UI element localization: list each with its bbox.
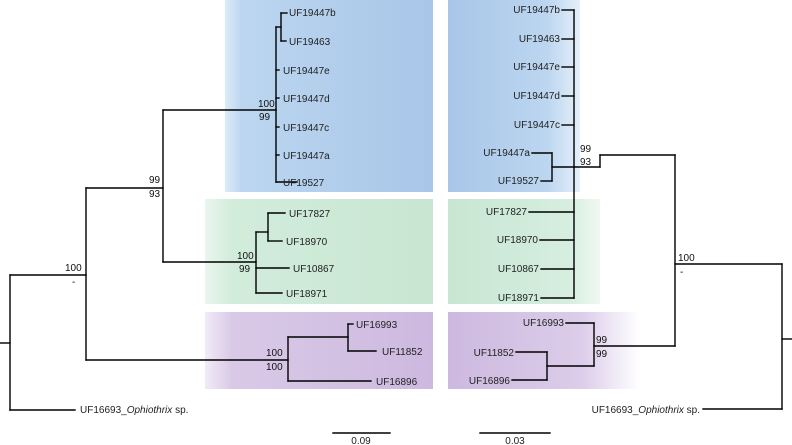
support-value: 100 xyxy=(266,362,283,373)
left-support-values: 100 99 99 93 100 99 100 - 100 100 xyxy=(65,99,283,373)
clade-box-blue-left xyxy=(225,0,433,192)
right-taxon-label: UF19527 xyxy=(498,176,540,187)
left-taxon-label: UF19447d xyxy=(283,94,330,105)
support-value: 99 xyxy=(259,112,271,123)
left-scale-label: 0.09 xyxy=(351,436,371,445)
right-taxon-label: UF19447b xyxy=(513,5,560,16)
right-taxon-label: UF19447d xyxy=(513,91,560,102)
right-taxon-label: UF10867 xyxy=(498,264,540,275)
right-taxon-label: UF18970 xyxy=(497,235,539,246)
support-value: 100 xyxy=(65,263,82,274)
clade-box-blue-right xyxy=(448,0,580,192)
support-value: - xyxy=(72,277,75,288)
right-taxon-label: UF16993 xyxy=(523,318,565,329)
right-taxon-labels: UF19447b UF19463 UF19447e UF19447d UF194… xyxy=(469,5,700,416)
left-tree-branches xyxy=(0,12,391,434)
left-taxon-label: UF19527 xyxy=(283,178,325,189)
right-taxon-label: UF17827 xyxy=(486,207,528,218)
left-taxon-labels: UF19447b UF19463 UF19447e UF19447d UF194… xyxy=(80,8,423,416)
right-taxon-label: UF19463 xyxy=(519,34,561,45)
left-outgroup-label: UF16693_Ophiothrix sp. xyxy=(80,405,188,416)
support-value: 99 xyxy=(239,264,251,275)
support-value: - xyxy=(680,267,683,278)
left-taxon-label: UF11852 xyxy=(382,347,423,358)
right-taxon-label: UF11852 xyxy=(474,348,515,359)
left-taxon-label: UF17827 xyxy=(289,209,331,220)
right-outgroup-label: UF16693_Ophiothrix sp. xyxy=(592,405,700,416)
support-value: 100 xyxy=(678,253,695,264)
support-value: 100 xyxy=(266,348,283,359)
right-tree-branches xyxy=(479,9,792,434)
support-value: 99 xyxy=(149,175,161,186)
left-taxon-label: UF10867 xyxy=(293,264,335,275)
right-taxon-label: UF16896 xyxy=(469,376,511,387)
left-taxon-label: UF19463 xyxy=(289,37,331,48)
left-taxon-label: UF16896 xyxy=(376,377,418,388)
right-taxon-label: UF19447a xyxy=(483,148,530,159)
clade-box-green-left xyxy=(205,199,433,304)
left-taxon-label: UF19447b xyxy=(289,8,336,19)
left-taxon-label: UF19447e xyxy=(283,66,330,77)
support-value: 99 xyxy=(596,349,608,360)
support-value: 93 xyxy=(149,189,161,200)
right-taxon-label: UF18971 xyxy=(498,293,540,304)
support-value: 99 xyxy=(596,335,608,346)
left-taxon-label: UF19447a xyxy=(283,151,330,162)
clade-box-purple-right xyxy=(448,312,640,389)
left-taxon-label: UF19447c xyxy=(283,123,329,134)
right-taxon-label: UF19447e xyxy=(513,62,560,73)
right-taxon-label: UF19447c xyxy=(514,120,560,131)
left-taxon-label: UF16993 xyxy=(356,320,398,331)
support-value: 93 xyxy=(580,157,592,168)
left-taxon-label: UF18970 xyxy=(286,237,328,248)
right-scale-label: 0.03 xyxy=(505,436,525,445)
clade-box-purple-left xyxy=(205,312,433,389)
support-value: 100 xyxy=(237,251,254,262)
support-value: 99 xyxy=(580,144,592,155)
support-value: 100 xyxy=(258,99,275,110)
right-support-values: 99 93 100 - 99 99 xyxy=(580,144,695,360)
left-taxon-label: UF18971 xyxy=(286,289,328,300)
